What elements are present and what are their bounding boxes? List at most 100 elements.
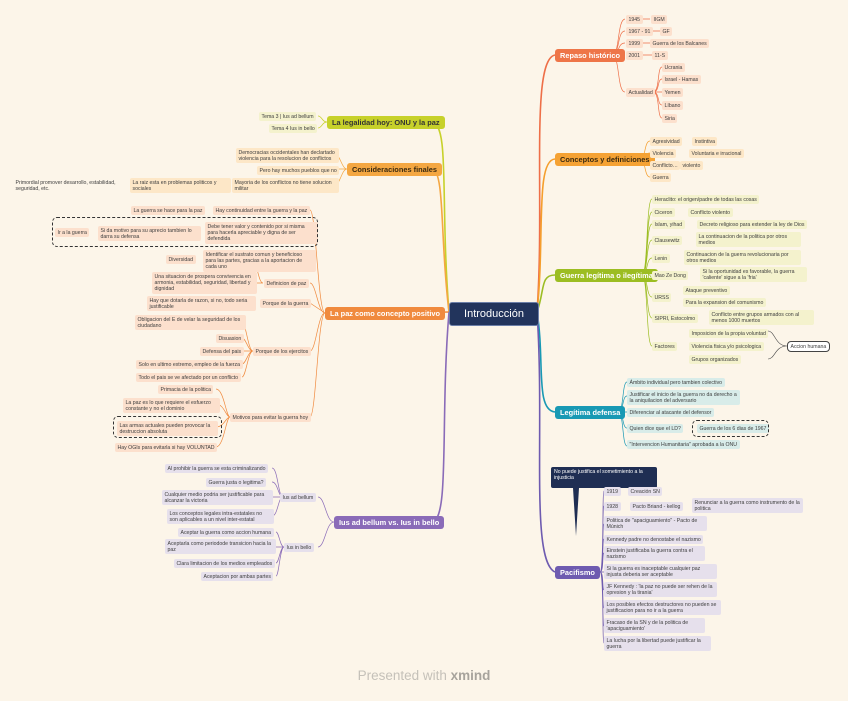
paz-continuidad[interactable]: Hay continuidad entre la guerra y la paz [213, 206, 310, 216]
legalidad-tema4[interactable]: Tema 4 Ius in bello [269, 124, 318, 134]
actualidad-israel[interactable]: Israel - Hamas [662, 75, 701, 85]
paz-porque-ejercitos[interactable]: Porque de los ejercitos [253, 347, 311, 357]
guerra-clausewitz[interactable]: Clausewitz [652, 236, 683, 246]
paz-valor-contenido[interactable]: Debe tener valor y contenido por si mism… [205, 222, 318, 244]
event-11s[interactable]: 11-S [652, 51, 668, 61]
year-2001[interactable]: 2001 [626, 51, 643, 61]
year-1967[interactable]: 1967 - 91 [626, 27, 653, 37]
paz-diversidad[interactable]: Diversidad [166, 255, 196, 265]
ejercitos-ultimo-extremo[interactable]: Solo en ultimo extremo, empleo de la fue… [136, 360, 243, 370]
guerra-lenin[interactable]: Lenin [652, 254, 670, 264]
defensa-justificar[interactable]: Justificar el inicio de la guerra no da … [627, 390, 740, 406]
actualidad-siria[interactable]: Siria [662, 114, 678, 124]
defensa-6-dias[interactable]: Guerra de los 6 dias de 1967 [697, 424, 769, 434]
ad-bellum-medio[interactable]: Cualquier medio podria ser justificable … [162, 490, 273, 506]
pacifismo-apaciguamiento[interactable]: Politica de "apaciguamiento" - Pacto de … [604, 516, 707, 532]
guerra-urss[interactable]: URSS [652, 293, 672, 303]
event-gf[interactable]: GF [660, 27, 673, 37]
defensa-quien[interactable]: Quien dice que el LD? [627, 424, 684, 434]
year-1945[interactable]: 1945 [626, 15, 643, 25]
sipri-def[interactable]: Conflicto entre grupos armados con al me… [709, 310, 814, 326]
paz-ir-a-la-guerra[interactable]: Ir a la guerra [55, 228, 90, 238]
branch-guerra-legitima[interactable]: Guerra legítima o ilegítima [555, 269, 658, 282]
actualidad-libano[interactable]: Líbano [662, 101, 683, 111]
pacifismo-1928[interactable]: 1928 [604, 502, 621, 512]
defensa-diferenciar[interactable]: Diferenciar al atacante del defensor [627, 408, 714, 418]
consid-democracias[interactable]: Democracias occidentales han declartado … [236, 148, 339, 164]
guerra-lenin-def[interactable]: Continuacion de la guerra revolucionaria… [684, 250, 801, 266]
concepto-voluntaria[interactable]: Voluntaria e irracional [689, 149, 744, 159]
pacifismo-efectos[interactable]: Los posibles efectos destructores no pue… [604, 600, 721, 616]
actualidad-yemen[interactable]: Yemen [662, 88, 683, 98]
event-iigm[interactable]: IIGM [651, 15, 668, 25]
guerra-ciceron[interactable]: Ciceron [652, 208, 675, 218]
guerra-ciceron-def[interactable]: Conflicto violento [688, 208, 733, 218]
guerra-islam[interactable]: Islam, yihad [652, 220, 685, 230]
defensa-intervencion[interactable]: "Intervencion Humanitaria" aprobada a la… [627, 440, 740, 450]
consid-primordial[interactable]: Primordial promover desarrollo, estabili… [15, 179, 116, 192]
paz-prospera-convivencia[interactable]: Una situacion de prospera convivencia en… [152, 272, 257, 294]
ad-bellum-conceptos[interactable]: Los conceptos legales intra-estatales no… [167, 509, 274, 525]
guerra-sipri[interactable]: SIPRI, Estocolmo [652, 314, 698, 324]
branch-legitima-defensa[interactable]: Legítima defensa [555, 406, 626, 419]
motivos-primacia[interactable]: Primacia de la politica [158, 385, 214, 395]
urss-ataque[interactable]: Ataque preventivo [683, 286, 730, 296]
pacifismo-jf-kennedy[interactable]: JF Kennedy : 'la paz no puede ser rehen … [604, 582, 717, 598]
guerra-mao-def[interactable]: Si la oportunidad es favorable, la guerr… [700, 267, 807, 283]
paz-se-hace-para-paz[interactable]: La guerra se hace para la paz [131, 206, 205, 216]
concepto-instintiva[interactable]: Instintiva [692, 137, 718, 147]
paz-motivo-aprecio[interactable]: Si da motivo para su aprecio tambien lo … [98, 226, 201, 242]
actualidad-node[interactable]: Actualidad [626, 88, 656, 98]
defensa-ambito[interactable]: Ámbito individual pero tambien colectivo [627, 378, 725, 388]
year-1999[interactable]: 1999 [626, 39, 643, 49]
branch-paz-positivo[interactable]: La paz como concepto positivo [325, 307, 446, 320]
actualidad-ucrania[interactable]: Ucrania [662, 63, 685, 73]
pacifismo-fracaso[interactable]: Fracaso de la SN y de la politica de 'ap… [604, 618, 705, 634]
concepto-violento[interactable]: violento [680, 161, 703, 171]
branch-ius[interactable]: Ius ad bellum vs. Ius in bello [334, 516, 445, 529]
branch-repaso-historico[interactable]: Repaso histórico [555, 49, 625, 62]
consid-raiz[interactable]: La raiz esta en problemas politicos y so… [130, 178, 231, 194]
ad-bellum-prohibir[interactable]: Al prohibir la guerra se esta criminaliz… [165, 464, 269, 474]
event-balcanes[interactable]: Guerra de los Balcanes [650, 39, 710, 49]
concepto-guerra[interactable]: Guerra [650, 173, 672, 183]
ejercitos-todo-pais[interactable]: Todo el pais se ve afectado por un confl… [136, 373, 241, 383]
guerra-clausewitz-def[interactable]: La continuacion de la politica por otros… [696, 232, 801, 248]
pacifismo-kennedy-padre[interactable]: Kennedy padre no denostabe el nazismo [604, 535, 704, 545]
central-topic[interactable]: Introducción [449, 302, 539, 326]
pacifismo-1919[interactable]: 1919 [604, 487, 621, 497]
ad-bellum-justa[interactable]: Guerra justa o legitima? [206, 478, 267, 488]
ejercitos-defensa[interactable]: Defensa del pais [200, 347, 244, 357]
concepto-violencia[interactable]: Violencia [650, 149, 676, 159]
paz-dotarla-razon[interactable]: Hay que dotarla de razon, si no, todo se… [147, 296, 256, 312]
guerra-heraclito[interactable]: Heraclito: el origen/padre de todas las … [652, 195, 760, 205]
pacifismo-renunciar[interactable]: Renunciar a la guerra como instrumento d… [692, 498, 803, 514]
pacifismo-einstein[interactable]: Einstein justificaba la guerra contra el… [604, 546, 705, 562]
guerra-mao[interactable]: Mao Ze Dong [652, 271, 689, 281]
paz-porque-guerra[interactable]: Porque de la guerra [260, 299, 311, 309]
branch-conceptos[interactable]: Conceptos y definiciones [555, 153, 655, 166]
ejercitos-disuasion[interactable]: Disuasion [216, 334, 244, 344]
pacifismo-inaceptable[interactable]: Si la guerra es inaceptable cualquier pa… [604, 564, 717, 580]
paz-sustrato-comun[interactable]: Identificar el sustrato comun y benefici… [203, 250, 316, 272]
concepto-conflicto[interactable]: Conflicto… [650, 161, 681, 171]
in-bello-aceptacion[interactable]: Aceptacion por ambas partes [201, 572, 274, 582]
in-bello-transicion[interactable]: Aceptarla como periodode transicion haci… [165, 539, 276, 555]
factor-grupos[interactable]: Grupos organizados [689, 355, 741, 365]
pacifismo-briand[interactable]: Pacto Briand - kellog [630, 502, 683, 512]
guerra-islam-def[interactable]: Decreto religioso para extender la ley d… [697, 220, 807, 230]
ejercitos-obligacion[interactable]: Obligacion del E de velar la seguridad d… [135, 315, 246, 331]
in-bello-aceptar[interactable]: Aceptar la guerra como accion humana [178, 528, 274, 538]
motivos-ogis[interactable]: Hay OGIs para evitarla si hay VOLUNTAD [115, 443, 218, 453]
consid-mayoria[interactable]: Mayoria de los conflictos no tiene soluc… [232, 178, 339, 194]
factores-note-accion-humana[interactable]: Accion humana [787, 341, 830, 353]
factor-violencia[interactable]: Violencia fisica y/o psicologica [689, 342, 764, 352]
branch-consideraciones[interactable]: Consideraciones finales [347, 163, 443, 176]
urss-expansion[interactable]: Para la expansion del comunismo [683, 298, 766, 308]
guerra-factores[interactable]: Factores [652, 342, 678, 352]
legalidad-tema3[interactable]: Tema 3 | Ius ad bellum [259, 112, 317, 122]
ius-in-bello[interactable]: Ius in bello [284, 543, 314, 553]
consid-pueblos[interactable]: Pero hay muchos pueblos que no [257, 166, 340, 176]
paz-definicion[interactable]: Definicion de paz [264, 279, 309, 289]
ius-ad-bellum[interactable]: Ius ad bellum [280, 493, 316, 503]
